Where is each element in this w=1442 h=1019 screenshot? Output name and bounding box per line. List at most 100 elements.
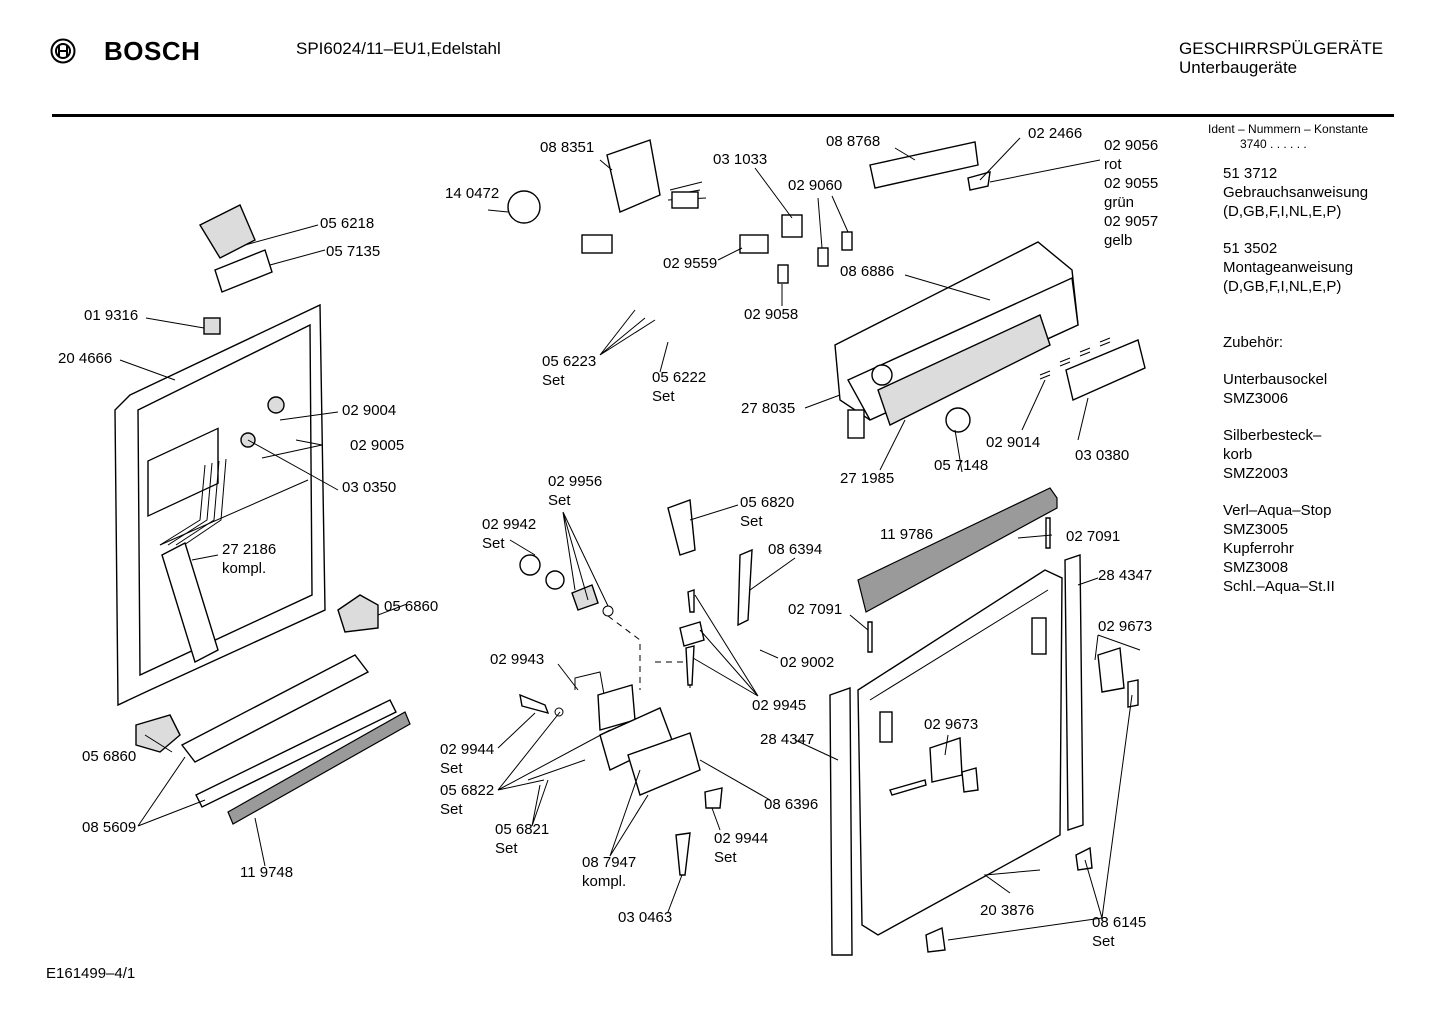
label-056821: 05 6821 xyxy=(495,821,550,838)
doc-text-1: Gebrauchsanweisung xyxy=(1223,184,1369,201)
terminal-block xyxy=(869,141,979,189)
label-029956: 02 9956 xyxy=(548,473,603,490)
accessories-heading: Zubehör: xyxy=(1223,334,1284,351)
label-056821-set: Set xyxy=(495,840,518,857)
label-029005: 02 9005 xyxy=(350,437,405,454)
label-056860-top: 05 6860 xyxy=(384,598,439,615)
screw-029060a xyxy=(817,247,829,267)
screw-027091 xyxy=(1045,517,1051,549)
screw-029060b xyxy=(841,231,853,251)
plug-029559 xyxy=(739,234,769,254)
latch-bar-086394 xyxy=(737,548,753,627)
screw-029673 xyxy=(889,779,927,796)
switch-part xyxy=(267,396,285,414)
trim-rail xyxy=(195,699,397,808)
label-029944-right-set: Set xyxy=(714,849,737,866)
label-119748: 11 9748 xyxy=(240,864,294,881)
foot-block-bottom xyxy=(135,714,181,753)
label-056820-set: Set xyxy=(740,513,763,530)
header-divider xyxy=(52,114,1394,117)
timer-unit xyxy=(507,139,707,254)
label-272186: 27 2186 xyxy=(222,541,277,558)
label-030463: 03 0463 xyxy=(618,909,673,926)
label-029673-mid: 02 9673 xyxy=(924,716,979,733)
label-203876: 20 3876 xyxy=(980,902,1035,919)
label-022466: 02 2466 xyxy=(1028,125,1083,142)
label-284347-right: 28 4347 xyxy=(1098,567,1153,584)
label-029014: 02 9014 xyxy=(986,434,1041,451)
springs xyxy=(1039,337,1111,380)
label-029055: 02 9055 xyxy=(1104,175,1159,192)
label-029057: 02 9057 xyxy=(1104,213,1159,230)
label-271985: 27 1985 xyxy=(840,470,895,487)
label-030380: 03 0380 xyxy=(1075,447,1130,464)
latch-guide-056820 xyxy=(667,499,696,556)
label-085609: 08 5609 xyxy=(82,819,137,836)
label-029944-left: 02 9944 xyxy=(440,741,495,758)
control-panel xyxy=(834,241,1079,439)
brand-name: BOSCH xyxy=(104,36,201,66)
label-140472: 14 0472 xyxy=(445,185,500,202)
label-029942-set: Set xyxy=(482,535,505,552)
bracket-bottom-a xyxy=(1075,846,1093,871)
pin-029945b xyxy=(687,589,695,613)
label-029956-set: Set xyxy=(548,492,571,509)
label-272186-kompl: kompl. xyxy=(222,560,267,577)
accessory-line: Schl.–Aqua–St.II xyxy=(1223,578,1335,595)
plug-031033 xyxy=(781,214,803,238)
pin-029945 xyxy=(685,645,695,686)
accessory-line: Silberbesteck– xyxy=(1223,427,1322,444)
label-rot: rot xyxy=(1104,156,1122,173)
label-056860-bottom: 05 6860 xyxy=(82,748,137,765)
doc-lang-2: (D,GB,F,I,NL,E,P) xyxy=(1223,278,1342,295)
label-086396: 08 6396 xyxy=(764,796,819,813)
label-056222-set: Set xyxy=(652,388,675,405)
bosch-logo-icon xyxy=(50,38,76,69)
leader-lines xyxy=(119,137,1141,941)
accessory-line: SMZ2003 xyxy=(1223,465,1289,482)
small-plate-029945 xyxy=(679,621,705,647)
label-029943: 02 9943 xyxy=(490,651,545,668)
clip-022466 xyxy=(967,171,991,191)
label-056820: 05 6820 xyxy=(740,494,795,511)
label-027091-left: 02 7091 xyxy=(788,601,843,618)
label-030350: 03 0350 xyxy=(342,479,397,496)
label-057148: 05 7148 xyxy=(934,457,989,474)
bracket-right xyxy=(1127,679,1139,708)
latch-parts xyxy=(519,554,723,876)
label-056218: 05 6218 xyxy=(320,215,375,232)
label-086886: 08 6886 xyxy=(840,263,895,280)
model-title: SPI6024/11–EU1,Edelstahl xyxy=(296,39,501,58)
hinge-right xyxy=(1097,647,1125,693)
label-278035: 27 8035 xyxy=(741,400,796,417)
label-056822-set: Set xyxy=(440,801,463,818)
accessory-line: Verl–Aqua–Stop xyxy=(1223,502,1332,519)
label-029942: 02 9942 xyxy=(482,516,537,533)
label-056822: 05 6822 xyxy=(440,782,495,799)
label-029056: 02 9056 xyxy=(1104,137,1159,154)
accessory-line: SMZ3006 xyxy=(1223,390,1289,407)
label-088351: 08 8351 xyxy=(540,139,595,156)
label-029002: 02 9002 xyxy=(780,654,835,671)
drawing-id: E161499–4/1 xyxy=(46,965,136,982)
inner-door-panel xyxy=(114,303,326,707)
doc-lang-1: (D,GB,F,I,NL,E,P) xyxy=(1223,203,1342,220)
outer-door-panel xyxy=(857,569,1063,936)
label-284347-left: 28 4347 xyxy=(760,731,815,748)
label-029673-right: 02 9673 xyxy=(1098,618,1153,635)
label-056223-set: Set xyxy=(542,372,565,389)
screw-029058 xyxy=(777,264,789,284)
bracket-bottom-b xyxy=(925,926,946,953)
label-086145-set: Set xyxy=(1092,933,1115,950)
category-title: GESCHIRRSPÜLGERÄTE xyxy=(1179,39,1384,58)
label-029060: 02 9060 xyxy=(788,177,843,194)
small-clip xyxy=(203,317,221,335)
label-087947-kompl: kompl. xyxy=(582,873,627,890)
label-056222: 05 6222 xyxy=(652,369,707,386)
label-088768: 08 8768 xyxy=(826,133,881,150)
side-rail-right xyxy=(1064,554,1084,831)
label-119786: 11 9786 xyxy=(880,526,934,543)
accessory-line: Unterbausockel xyxy=(1223,371,1328,388)
label-gelb: gelb xyxy=(1104,232,1133,249)
label-204666: 20 4666 xyxy=(58,350,113,367)
